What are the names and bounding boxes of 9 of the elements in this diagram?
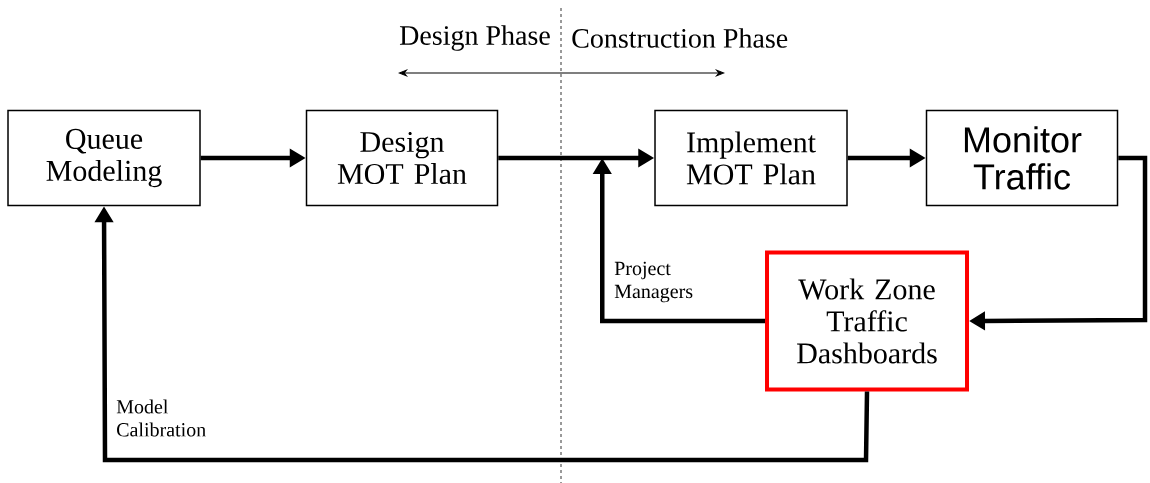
process-box: Queue Modeling — [7, 109, 201, 207]
edge-label: Model Calibration — [116, 399, 206, 437]
edge-label: Project Managers — [614, 261, 693, 303]
phase-label: Design Phase — [399, 25, 550, 51]
phase-label: Construction Phase — [572, 28, 788, 48]
process-box: Monitor Traffic — [925, 109, 1119, 207]
process-box: Implement MOT Plan — [654, 109, 848, 207]
process-box: Design MOT Plan — [305, 109, 499, 207]
dashboard-box: Work Zone Traffic Dashboards — [765, 250, 969, 392]
